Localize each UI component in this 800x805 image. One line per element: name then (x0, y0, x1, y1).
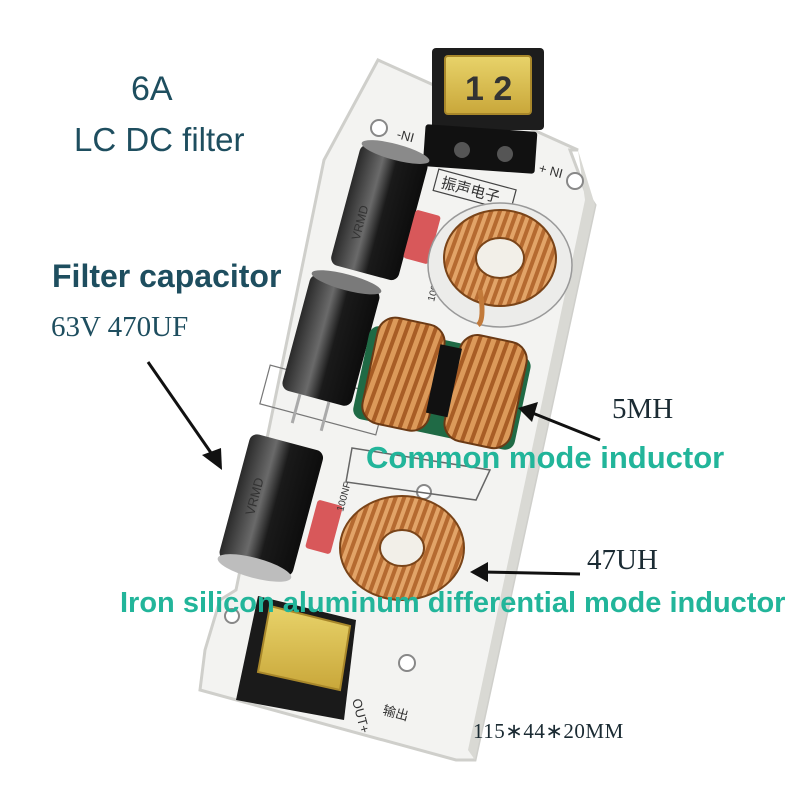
output-terminal-block (236, 596, 356, 720)
arrow-common-mode-icon (518, 402, 601, 442)
differential-mode-value: 47UH (587, 544, 658, 576)
capacitor-spec: 63V 470UF (51, 311, 189, 343)
board-dimensions: 115∗44∗20MM (473, 719, 624, 743)
mount-hole-icon (370, 119, 388, 137)
product-title: LC DC filter (74, 121, 245, 158)
mount-hole-icon (398, 654, 416, 672)
filter-capacitor-lower: VRMD (217, 434, 324, 582)
current-rating: 6A (131, 70, 173, 108)
input-terminal-block: 1 2 (422, 48, 544, 174)
mount-hole-icon (566, 172, 584, 190)
fuse-rating-mark: 1 2 (465, 70, 512, 108)
common-mode-value: 5MH (612, 393, 674, 425)
mount-hole-icon (224, 608, 240, 624)
common-mode-label: Common mode inductor (366, 440, 725, 475)
toroid-inductor-lower (339, 495, 465, 601)
differential-mode-label: Iron silicon aluminum differential mode … (120, 587, 786, 619)
toroid-inductor-upper (427, 202, 573, 328)
capacitor-heading: Filter capacitor (52, 258, 282, 294)
arrow-differential-mode-icon (470, 562, 581, 582)
arrow-capacitor-icon (146, 361, 222, 470)
output-cn-label: 输出 (381, 702, 410, 723)
input-negative-label: -NI (395, 126, 416, 145)
filter-capacitor-middle (282, 270, 382, 432)
common-mode-inductor (353, 316, 531, 450)
input-positive-label: + NI (537, 160, 564, 181)
filter-capacitor-upper: VRMD (331, 140, 430, 281)
